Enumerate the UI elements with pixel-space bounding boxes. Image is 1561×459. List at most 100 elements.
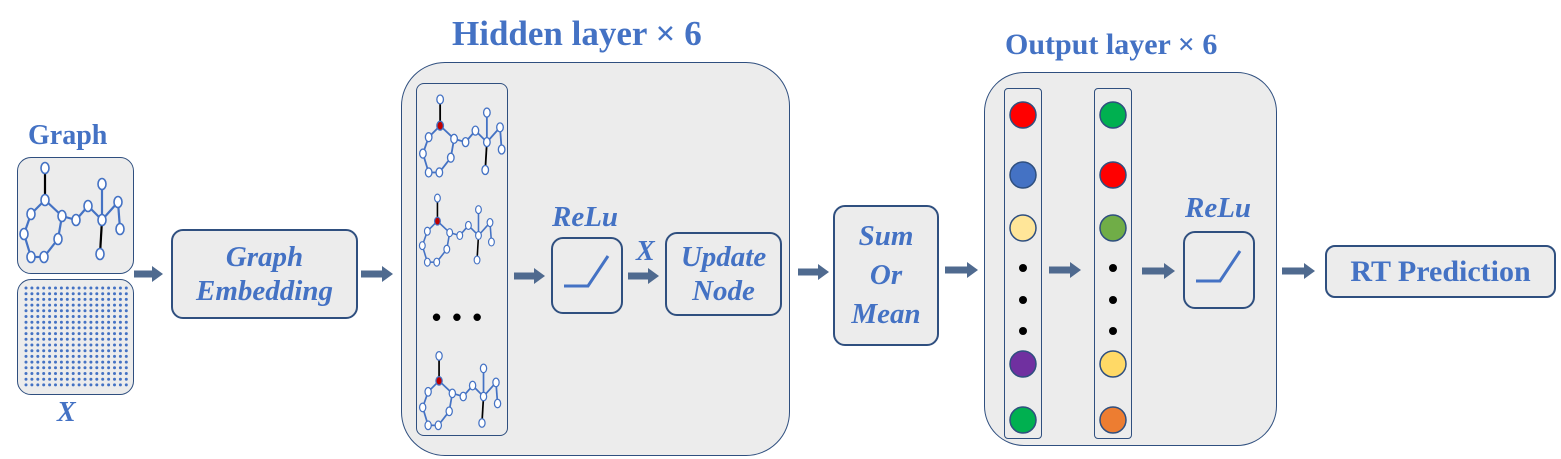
arrow-pooling-to-output-head [967, 262, 978, 278]
hidden-molecule-1-node [418, 148, 427, 159]
hidden-molecule-1-node [461, 136, 470, 148]
matrix-dot [48, 286, 52, 290]
matrix-dot [71, 315, 75, 318]
matrix-dot [30, 343, 34, 347]
matrix-dot [54, 332, 57, 336]
matrix-dot [89, 372, 93, 375]
arrow-graphs-to-relu [514, 268, 545, 284]
matrix-dot [71, 377, 75, 381]
input-molecule-node [19, 227, 29, 241]
matrix-dot [118, 343, 122, 347]
matrix-dot [24, 372, 28, 375]
hidden-molecule-2-node [423, 226, 431, 236]
neuron-column-1-items [1009, 101, 1037, 434]
matrix-dot [118, 292, 122, 296]
matrix-dot [83, 372, 87, 375]
matrix-dot [113, 360, 116, 364]
matrix-dot [95, 320, 99, 324]
input-molecule [19, 161, 125, 264]
matrix-dot [24, 383, 28, 387]
hidden-molecule-1-node [435, 167, 444, 178]
matrix-dot [54, 292, 57, 296]
output-relu-icon [1196, 250, 1242, 283]
output-relu-label: ReLu [1185, 192, 1252, 224]
matrix-dot [95, 343, 99, 347]
matrix-dot [83, 343, 87, 347]
matrix-dot [42, 377, 46, 381]
input-molecule-node [26, 207, 36, 221]
matrix-dot [71, 326, 75, 330]
graph-title: Graph [28, 120, 108, 151]
matrix-dot [95, 372, 99, 375]
matrix-dot [89, 332, 93, 336]
arrow-pooling-to-output [945, 262, 978, 278]
matrix-dot [42, 360, 46, 364]
matrix-dot [95, 377, 99, 381]
matrix-dot [36, 383, 40, 387]
matrix-dot [77, 297, 81, 301]
matrix-dot [71, 309, 75, 313]
x-label: X [57, 397, 76, 428]
matrix-dot [65, 377, 69, 381]
matrix-dot [77, 292, 81, 296]
neuron-column-2-items-neuron [1099, 350, 1127, 378]
matrix-dot [65, 366, 69, 370]
hidden-molecule-3-node [448, 388, 457, 399]
arrow-relu-to-update [628, 268, 659, 284]
arrow-col2-to-relu [1142, 263, 1175, 279]
matrix-dot [48, 383, 52, 387]
neuron-column-2-items-neuron [1099, 161, 1127, 189]
matrix-dot [77, 286, 81, 290]
matrix-dot [118, 309, 122, 313]
matrix-dot [30, 292, 34, 296]
matrix-dot [54, 377, 57, 381]
matrix-dot [30, 354, 34, 358]
matrix-dot [95, 309, 99, 313]
matrix-dot [83, 383, 87, 387]
matrix-dot [48, 366, 52, 370]
update-node-line2: Node [692, 275, 755, 307]
matrix-dot [101, 320, 105, 324]
matrix-dot [42, 309, 46, 313]
graph-embedding-line2: Embedding [196, 275, 333, 307]
matrix-dot [54, 337, 57, 341]
matrix-dot [36, 326, 40, 330]
matrix-dot [101, 366, 105, 370]
matrix-dot [118, 349, 122, 353]
hidden-molecule-3-node [479, 391, 488, 402]
matrix-dot [48, 292, 52, 296]
matrix-dot [124, 320, 128, 324]
matrix-dot [77, 320, 81, 324]
matrix-dot [83, 377, 87, 381]
matrix-dot [48, 320, 52, 324]
arrow-output-to-prediction [1282, 263, 1315, 279]
matrix-dot [77, 372, 81, 375]
matrix-dot [113, 372, 116, 375]
matrix-dot [83, 286, 87, 290]
hidden-layer-title: Hidden layer × 6 [452, 14, 702, 53]
matrix-dot [30, 377, 34, 381]
matrix-dot [107, 303, 111, 307]
matrix-dot [83, 303, 87, 307]
matrix-dot [107, 326, 111, 330]
arrow-output-to-prediction-head [1304, 263, 1315, 279]
matrix-dot [124, 354, 128, 358]
hidden-molecule-2-node [487, 237, 495, 247]
matrix-dot [42, 354, 46, 358]
matrix-dot [83, 292, 87, 296]
matrix-dot [83, 315, 87, 318]
matrix-dot [48, 315, 52, 318]
matrix-dot [89, 320, 93, 324]
input-molecule-node [115, 222, 125, 236]
matrix-dot [54, 297, 57, 301]
hidden-molecule-1-node [424, 167, 433, 178]
matrix-dot [42, 349, 46, 353]
matrix-dot [36, 337, 40, 341]
arrow-input-to-embedding-shaft [134, 270, 154, 278]
matrix-dot [124, 343, 128, 347]
neuron-column-1 [1004, 88, 1042, 439]
hidden-molecule-1 [418, 94, 506, 178]
matrix-dot [113, 343, 116, 347]
output-relu-box [1183, 231, 1255, 309]
